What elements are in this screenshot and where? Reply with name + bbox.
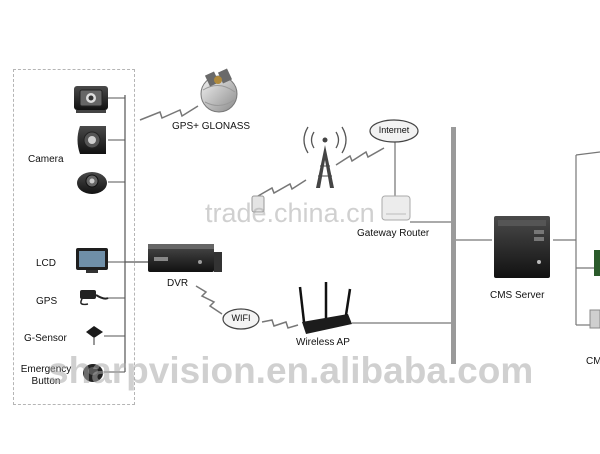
wireless-ap-label: Wireless AP	[296, 337, 350, 348]
client-phone-icon	[594, 250, 600, 276]
dome-camera-icon	[77, 172, 107, 194]
tower-internet-wireless-link	[335, 147, 385, 166]
lcd-monitor-icon	[76, 248, 108, 273]
emergency-button-label: Emergency Button	[16, 364, 76, 388]
dvr-unit-icon	[148, 244, 222, 272]
wireless-ap-icon	[298, 282, 352, 334]
gateway-router-icon	[381, 195, 411, 221]
emergency-button-icon	[83, 364, 103, 382]
watermark-bottom: sharpvision.en.alibaba.com	[48, 350, 534, 391]
g-sensor-label: G-Sensor	[24, 333, 67, 344]
box-camera-icon	[74, 86, 108, 113]
cms-server-label: CMS Server	[490, 290, 545, 301]
client-laptop-icon	[589, 309, 600, 329]
wifi-ap-link	[261, 319, 299, 329]
emergency-label-line2: Button	[31, 376, 61, 387]
gps-label: GPS	[36, 296, 58, 307]
lcd-label: LCD	[36, 258, 57, 269]
cms-server-icon	[494, 216, 550, 278]
network-backbone	[451, 127, 456, 364]
camera-label: Camera	[28, 154, 64, 165]
dvr-wifi-link	[195, 285, 223, 315]
dvr-label: DVR	[167, 278, 189, 289]
side-camera-icon	[77, 126, 106, 154]
emergency-label-line1: Emergency	[20, 364, 72, 375]
watermark-top: trade.china.cn	[205, 198, 375, 228]
gps-satellite-icon	[200, 68, 238, 113]
cellular-modem-icon	[251, 195, 265, 213]
gps-glonass-label: GPS+ GLONASS	[172, 121, 251, 132]
client1-line	[575, 151, 600, 156]
client-partial-label: CM	[586, 356, 600, 367]
vehicle-peripherals-box	[13, 69, 135, 405]
g-sensor-icon	[86, 326, 103, 345]
gps-wireless-link	[139, 105, 199, 121]
internet-label: Internet	[378, 125, 410, 135]
dvr-tower-wireless-link	[257, 179, 307, 197]
cell-tower-icon	[303, 126, 347, 188]
internet-cloud-icon	[369, 119, 419, 143]
gps-antenna-icon	[80, 290, 109, 306]
wifi-label: WIFI	[231, 313, 251, 323]
gateway-router-label: Gateway Router	[357, 228, 430, 239]
wifi-bubble	[222, 308, 260, 330]
